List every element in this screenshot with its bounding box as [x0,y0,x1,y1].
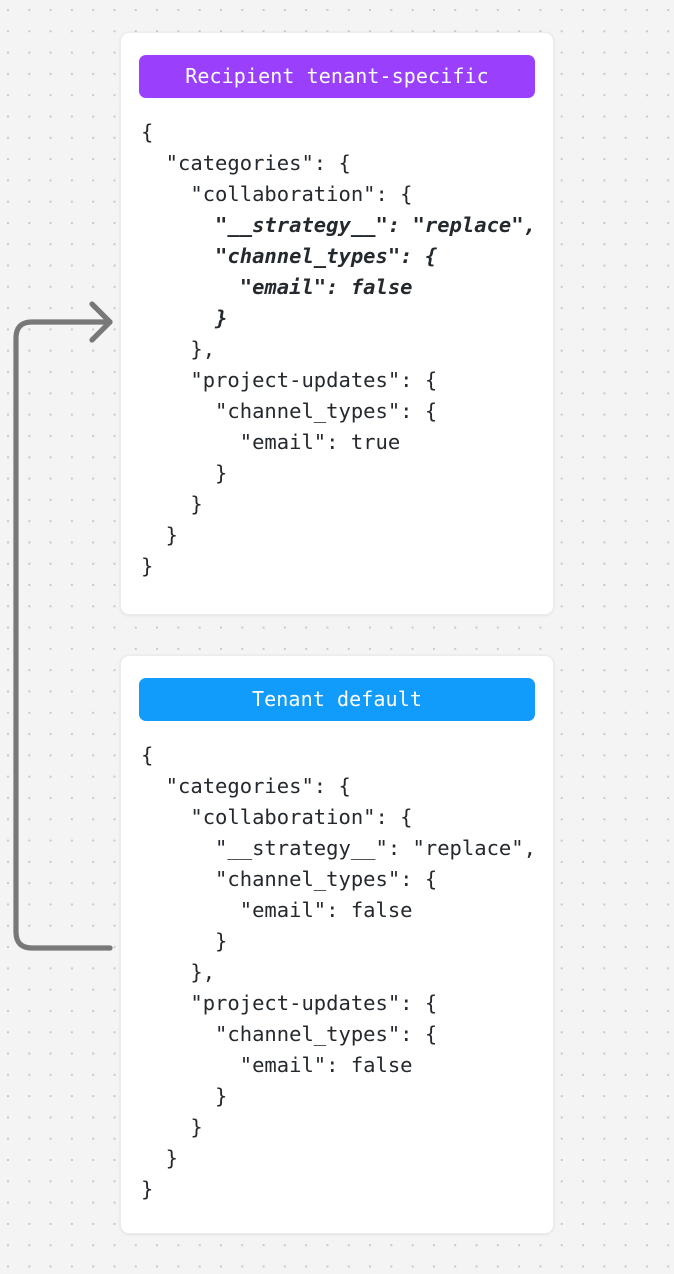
code-line: }, [141,337,216,361]
code-line: "collaboration": { [141,805,413,829]
code-line: } [141,461,228,485]
code-line: } [141,523,179,547]
code-line: "channel_types": { [141,244,438,268]
code-line: } [141,1084,228,1108]
code-line: "email": false [141,275,413,299]
code-line: { [141,743,154,767]
code-line: "categories": { [141,151,351,175]
code-line: "__strategy__": "replace", [141,213,536,237]
code-line: "collaboration": { [141,182,413,206]
code-line: "email": true [141,430,401,454]
code-line: } [141,1115,203,1139]
code-line: "channel_types": { [141,399,438,423]
code-line: "email": false [141,898,413,922]
code-line: "__strategy__": "replace", [141,836,536,860]
code-block-tenant-default: { "categories": { "collaboration": { "__… [139,740,536,1205]
code-line: } [141,1177,154,1201]
code-line: } [141,492,203,516]
code-line: "channel_types": { [141,867,438,891]
code-line: } [141,929,228,953]
code-line: "project-updates": { [141,991,438,1015]
arrow-head-icon [89,301,113,343]
code-line: } [141,554,154,578]
card-tenant-default: Tenant default { "categories": { "collab… [120,655,554,1234]
code-line: "channel_types": { [141,1022,438,1046]
code-line: } [141,306,228,330]
arrow-path [13,319,113,951]
card-header-recipient-tenant-specific: Recipient tenant-specific [139,55,535,98]
code-line: } [141,1146,179,1170]
code-block-recipient-tenant-specific: { "categories": { "collaboration": { "__… [139,117,536,582]
code-line: "project-updates": { [141,368,438,392]
code-line: { [141,120,154,144]
card-header-tenant-default: Tenant default [139,678,535,721]
code-line: "email": false [141,1053,413,1077]
code-line: "categories": { [141,774,351,798]
code-line: }, [141,960,216,984]
card-recipient-tenant-specific: Recipient tenant-specific { "categories"… [120,32,554,615]
